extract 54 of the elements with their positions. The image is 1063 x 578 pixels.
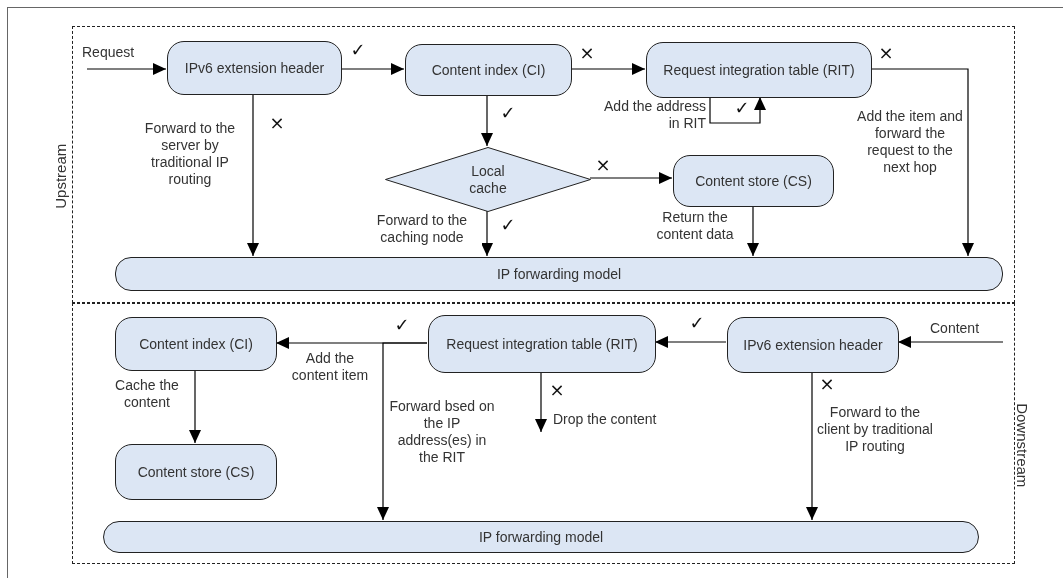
status-mark: ✓ — [734, 98, 750, 118]
status-mark: × — [878, 43, 894, 63]
node-label: IP forwarding model — [496, 265, 622, 283]
arrow — [654, 336, 727, 348]
arrow — [86, 63, 167, 75]
arrow — [897, 336, 1004, 348]
arrow — [377, 342, 428, 521]
status-mark: × — [579, 43, 595, 63]
node-label: IPv6 extension header — [184, 59, 325, 77]
model-bar — [103, 521, 979, 553]
arrow — [189, 369, 201, 444]
arrow — [806, 371, 818, 521]
process-box — [727, 317, 899, 373]
process-box — [405, 44, 572, 96]
process-box — [167, 41, 342, 95]
arrow — [247, 93, 259, 257]
node-label: Content store (CS) — [137, 463, 255, 481]
status-mark: ✓ — [500, 215, 516, 235]
status-mark: × — [269, 113, 285, 133]
status-mark: ✓ — [394, 315, 410, 335]
status-mark: ✓ — [689, 313, 705, 333]
status-mark: × — [595, 155, 611, 175]
node-label: Local cache — [468, 162, 508, 197]
node-label: IPv6 extension header — [743, 336, 883, 354]
arrow — [709, 96, 766, 124]
process-box — [115, 317, 277, 371]
process-box — [673, 155, 834, 207]
process-box — [428, 315, 656, 373]
status-mark: × — [819, 374, 835, 394]
arrow — [340, 63, 405, 75]
arrow — [589, 172, 673, 184]
node-label: Request integration table (RIT) — [663, 61, 855, 79]
model-bar — [115, 257, 1003, 291]
status-mark: × — [549, 380, 565, 400]
region-label: Downstream — [1013, 402, 1033, 487]
arrow — [570, 63, 646, 75]
arrow — [747, 205, 759, 257]
arrow — [870, 68, 974, 257]
status-mark: ✓ — [500, 103, 516, 123]
region-label: Upstream — [51, 143, 71, 209]
arrow — [481, 94, 493, 147]
status-mark: ✓ — [350, 40, 366, 60]
node-label: Request integration table (RIT) — [446, 335, 638, 353]
edge-label: Add the item and forward the request to the next hop — [856, 108, 964, 176]
node-label: Content index (CI) — [431, 61, 546, 79]
arrow — [535, 371, 547, 433]
process-box — [115, 444, 277, 500]
node-label: Content index (CI) — [139, 335, 253, 353]
decision-diamond — [385, 147, 591, 212]
node-label: Content store (CS) — [695, 172, 812, 190]
node-label: IP forwarding model — [478, 528, 604, 546]
edge-label: Forward to the client by traditional IP routing — [816, 404, 934, 455]
arrow — [481, 210, 493, 257]
process-box — [646, 42, 872, 98]
